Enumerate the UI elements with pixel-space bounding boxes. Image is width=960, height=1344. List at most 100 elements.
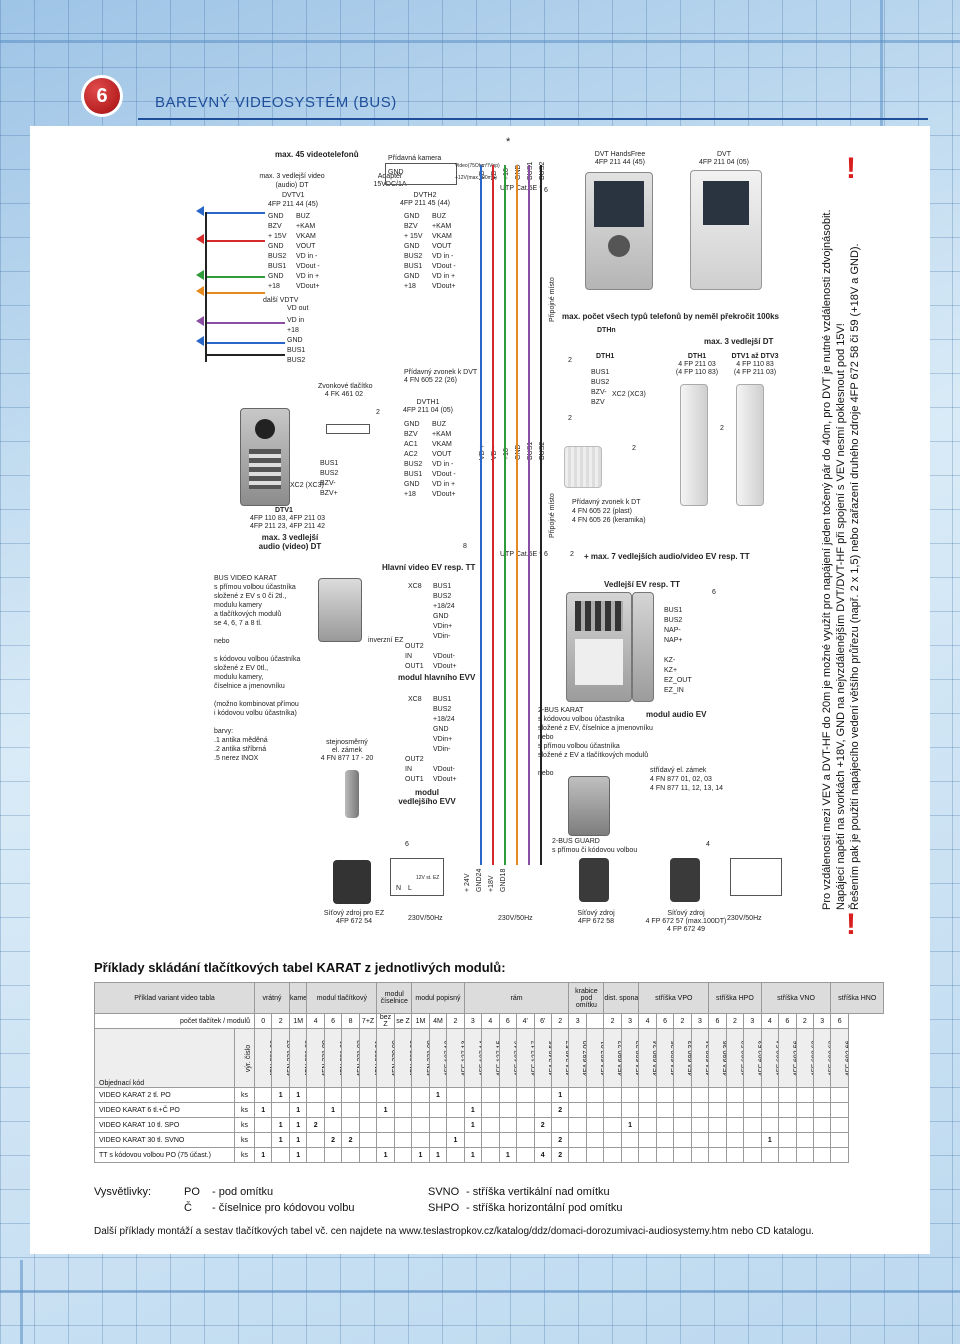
table-header-cell: vrátný bbox=[254, 982, 290, 1014]
psu-ez-label: Síťový zdroj pro EZ bbox=[323, 910, 385, 917]
terminal-label: VOUT bbox=[432, 451, 452, 458]
psu-right-label: Síťový zdroj bbox=[577, 910, 615, 917]
module-pin: OUT2 bbox=[405, 756, 424, 763]
terminal-label: +18 bbox=[404, 491, 416, 498]
description-line: .2 antika stříbrná bbox=[214, 746, 267, 753]
terminal-label: BUS2 bbox=[404, 461, 423, 468]
order-code-cell: 4FA 697 00 bbox=[568, 1028, 587, 1088]
module-pin: VDin+ bbox=[433, 736, 453, 743]
dvtv1-label: DVTV1 bbox=[282, 192, 305, 199]
count-cell: 2 bbox=[673, 1013, 692, 1029]
title-underline bbox=[138, 118, 928, 120]
quantity-cell bbox=[358, 1102, 378, 1118]
quantity-cell bbox=[620, 1102, 640, 1118]
utp-top: UTP Cat.5E * bbox=[500, 185, 542, 192]
terminal-label: VD in + bbox=[296, 273, 320, 280]
quantity-cell bbox=[393, 1087, 413, 1103]
quantity-cell bbox=[533, 1087, 552, 1103]
dtv-range-label: DTV1 až DTV3 bbox=[731, 353, 779, 360]
dth1-phone-image bbox=[680, 384, 708, 506]
quantity-cell: 1 bbox=[760, 1132, 780, 1148]
quantity-cell bbox=[498, 1132, 518, 1148]
terminal-label: VOUT bbox=[296, 243, 316, 250]
terminal-label: VD in + bbox=[432, 273, 456, 280]
count-cell: 6 bbox=[498, 1013, 518, 1029]
quantity-cell bbox=[760, 1087, 780, 1103]
quantity-cell bbox=[550, 1117, 570, 1133]
legend-value: - číselnice pro kódovou volbu bbox=[212, 1202, 355, 1214]
count-cell: 4M bbox=[428, 1013, 448, 1029]
arrow-icon bbox=[196, 286, 204, 296]
module-pin: EZ_IN bbox=[664, 687, 684, 694]
quantity-cell bbox=[638, 1147, 657, 1163]
terminal-label: VOUT bbox=[432, 243, 452, 250]
bus-wire bbox=[540, 165, 542, 865]
count-cell: 2 bbox=[271, 1013, 290, 1029]
terminal-label: BUS1 bbox=[404, 263, 423, 270]
count-cell: 8 bbox=[341, 1013, 360, 1029]
wire bbox=[205, 276, 265, 278]
dth1-right-code2: (4 FP 110 83) bbox=[675, 369, 719, 376]
psu-far-label: Síťový zdroj bbox=[667, 910, 705, 917]
order-code-cell: 4FA 690 36 bbox=[708, 1028, 727, 1088]
electric-lock-image bbox=[345, 770, 359, 818]
quantity-cell bbox=[481, 1102, 500, 1118]
quantity-cell bbox=[411, 1132, 430, 1148]
quantity-cell bbox=[795, 1117, 815, 1133]
description-line: číselnice a jmenovníku bbox=[214, 683, 285, 690]
adapter-label: Adaptér bbox=[377, 173, 403, 180]
legend-value: - pod omítku bbox=[212, 1186, 274, 1198]
order-code-cell: 4FF 692 63 bbox=[813, 1028, 832, 1088]
terminal-label: + 15V bbox=[404, 233, 423, 240]
quantity-cell bbox=[778, 1117, 797, 1133]
table-header-cell: modul popisný bbox=[411, 982, 465, 1014]
terminal-label: VDout+ bbox=[296, 283, 320, 290]
module-pin: VDin- bbox=[433, 633, 451, 640]
quantity-cell: 1 bbox=[254, 1102, 273, 1118]
num-2-d: 2 bbox=[568, 415, 572, 422]
count-cell: 3 bbox=[813, 1013, 832, 1029]
quantity-cell bbox=[655, 1147, 675, 1163]
quantity-cell bbox=[778, 1087, 797, 1103]
hlavni-ev-label: Hlavní video EV resp. TT bbox=[382, 563, 476, 572]
table-header-cell: Příklad variant video tabla bbox=[93, 982, 256, 1014]
camera-box bbox=[385, 163, 457, 185]
quantity-cell bbox=[813, 1102, 832, 1118]
quantity-cell bbox=[620, 1132, 640, 1148]
legend-key: SHPO bbox=[428, 1202, 460, 1214]
xc8-secondary: XC8 bbox=[408, 696, 422, 703]
quantity-cell bbox=[376, 1132, 395, 1148]
description-line: barvy: bbox=[214, 728, 234, 735]
quantity-cell bbox=[568, 1147, 587, 1163]
terminal-label: + 15V bbox=[268, 233, 287, 240]
main-entrance-panel-image bbox=[318, 578, 362, 642]
terminal-label: VD in - bbox=[432, 253, 454, 260]
quantity-cell: 2 bbox=[341, 1132, 360, 1148]
psu-ez-image bbox=[333, 860, 371, 904]
description-line: 2-BUS KARAT bbox=[538, 707, 584, 714]
table-header-cell: stříška HNO bbox=[830, 982, 884, 1014]
module-pin: KZ- bbox=[664, 657, 676, 664]
arrow-icon bbox=[196, 270, 204, 280]
quantity-cell bbox=[655, 1087, 675, 1103]
description-line: 4 FN 877 11, 12, 13, 14 bbox=[650, 785, 724, 792]
quantity-cell: 1 bbox=[550, 1087, 570, 1103]
psu-pin: + 24V bbox=[464, 873, 471, 893]
psu-right-image bbox=[579, 858, 609, 902]
num-2-c: 2 bbox=[720, 425, 724, 432]
bus-wire bbox=[504, 165, 506, 865]
order-code-cell: 4FA 249 57 bbox=[550, 1028, 570, 1088]
terminal-label: GND bbox=[287, 337, 303, 344]
quantity-cell bbox=[620, 1087, 640, 1103]
inverzni-ez: inverzní EZ bbox=[368, 637, 404, 644]
psu-far-code2: 4 FP 672 49 bbox=[666, 926, 705, 933]
quantity-cell bbox=[341, 1102, 360, 1118]
count-cell: 7+Z bbox=[358, 1013, 378, 1029]
table-header-cell: stříška VPO bbox=[638, 982, 710, 1014]
terminal-label: GND bbox=[404, 213, 420, 220]
terminal-label: VKAM bbox=[296, 233, 316, 240]
quantity-cell bbox=[463, 1132, 483, 1148]
order-code-cell: 4FN 231 00 bbox=[306, 1028, 325, 1088]
quantity-cell bbox=[778, 1147, 797, 1163]
num-6-mid: 6 bbox=[544, 551, 548, 558]
